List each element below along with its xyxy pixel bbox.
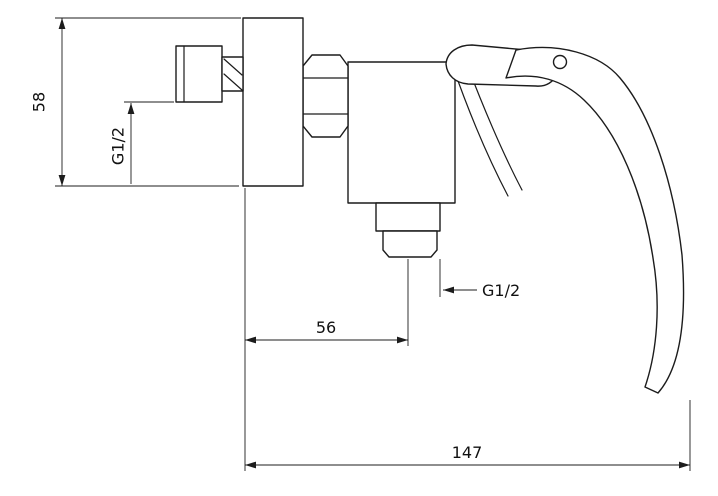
dimension-label-plate-height: 58	[30, 92, 49, 112]
inlet-thread-hatch-1	[223, 58, 243, 76]
dimension-label-inlet-thread: G1/2	[109, 127, 128, 165]
arrowhead-left	[245, 461, 256, 469]
arrowhead-right	[679, 461, 690, 469]
arrowhead-left	[443, 286, 454, 294]
lever-handle	[505, 46, 685, 394]
dimension-label-outlet-offset: 56	[316, 318, 336, 337]
arrowhead-right	[397, 336, 408, 344]
dimension-lines	[55, 17, 691, 471]
dimension-label-outlet-thread: G1/2	[482, 281, 520, 300]
outlet-flange	[375, 202, 441, 232]
hex-nut	[302, 54, 349, 138]
dimension-label-overall-depth: 147	[452, 443, 483, 462]
mixer-body	[347, 61, 456, 204]
arrowhead-up	[58, 18, 66, 29]
inlet-nipple	[221, 56, 244, 92]
arrowhead-down	[58, 175, 66, 186]
arrowhead-left	[245, 336, 256, 344]
outlet-thread	[382, 230, 438, 258]
arrowhead-up	[127, 103, 135, 114]
handle-screw	[552, 54, 568, 70]
faucet-outline	[175, 17, 685, 394]
inlet-connector	[175, 45, 223, 103]
inlet-thread-hatch-2	[223, 73, 243, 91]
wall-plate	[242, 17, 304, 187]
